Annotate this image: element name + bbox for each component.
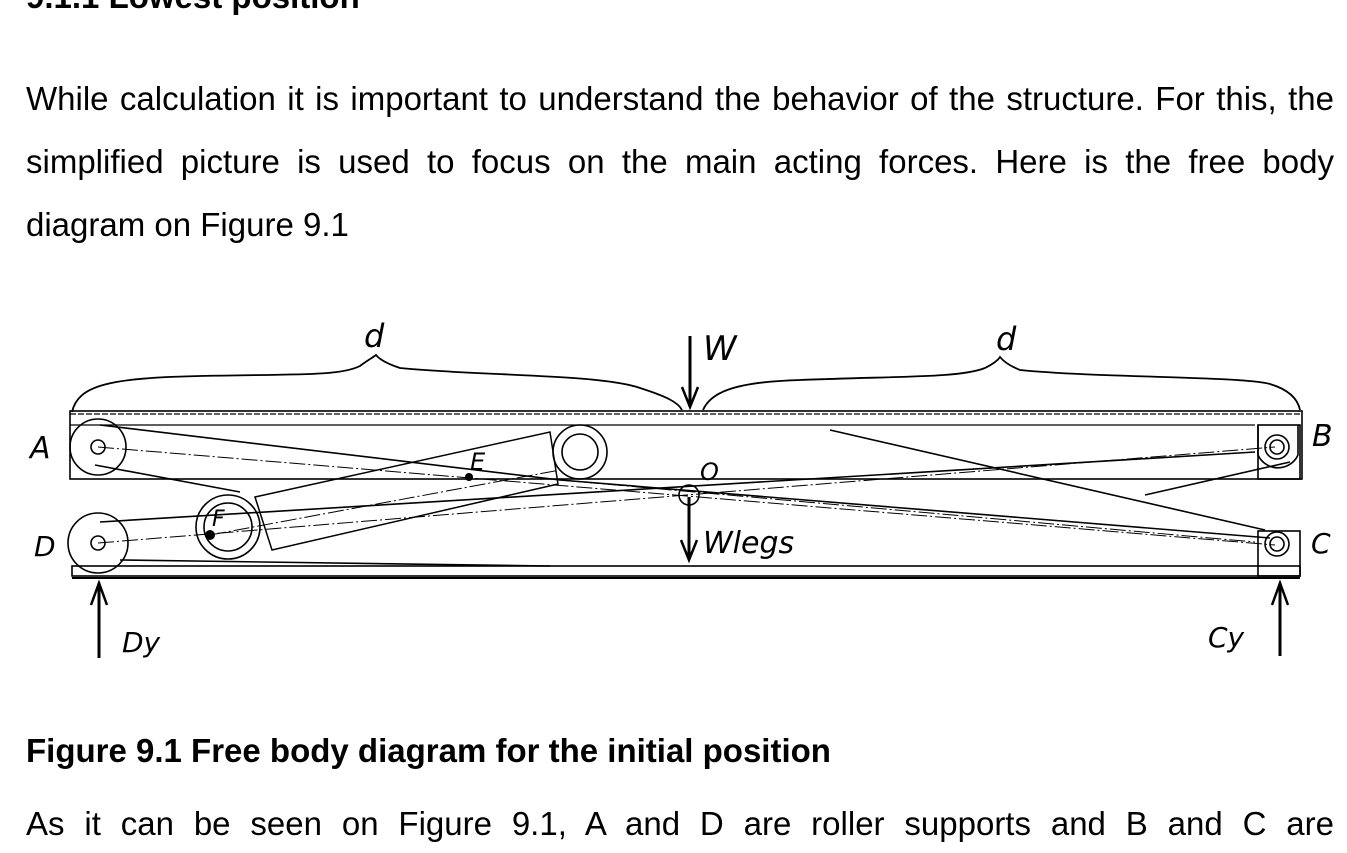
pin-a bbox=[90, 439, 106, 455]
pin-f-outer bbox=[195, 494, 261, 560]
label-cy: Cy bbox=[1208, 621, 1245, 654]
free-body-diagram: d d W A B C D E F O Wlegs Dy Cy bbox=[28, 317, 1333, 659]
point-e bbox=[465, 473, 473, 481]
pin-f-inner bbox=[203, 502, 253, 552]
label-c: C bbox=[1311, 527, 1331, 560]
figure-caption: Figure 9.1 Free body diagram for the ini… bbox=[26, 732, 831, 769]
label-f: F bbox=[212, 507, 225, 532]
label-e: E bbox=[470, 448, 486, 476]
body-paragraph-1: While calculation it is important to und… bbox=[26, 80, 1334, 243]
label-d-left: d bbox=[364, 317, 385, 355]
pin-a-outer bbox=[69, 418, 127, 476]
scissor-arm-ac bbox=[99, 424, 1271, 539]
rod-end-inner bbox=[561, 433, 599, 471]
label-w: W bbox=[703, 329, 738, 369]
top-platform bbox=[69, 410, 1303, 480]
label-o: O bbox=[700, 458, 719, 486]
pin-d-outer bbox=[67, 512, 129, 574]
point-f bbox=[205, 530, 215, 540]
pin-c bbox=[1264, 531, 1290, 557]
actuator-cylinder bbox=[254, 431, 559, 551]
scissor-arm-db bbox=[99, 451, 1256, 523]
section-heading: 9.1.1 Lowest position bbox=[26, 0, 360, 16]
rod-end-outer bbox=[552, 424, 608, 480]
label-dy: Dy bbox=[122, 626, 161, 659]
label-d-support: D bbox=[34, 530, 56, 563]
body-paragraph-2: As it can be seen on Figure 9.1, A and D… bbox=[26, 805, 1334, 842]
dimension-brace-right bbox=[702, 355, 1301, 411]
label-wlegs: Wlegs bbox=[703, 526, 794, 561]
pin-b bbox=[1264, 434, 1290, 460]
pin-d bbox=[90, 535, 106, 551]
dimension-brace-left bbox=[71, 353, 683, 413]
bottom-base bbox=[71, 565, 1301, 577]
label-a: A bbox=[28, 431, 51, 466]
label-b: B bbox=[1312, 419, 1333, 454]
label-d-right: d bbox=[996, 320, 1017, 358]
